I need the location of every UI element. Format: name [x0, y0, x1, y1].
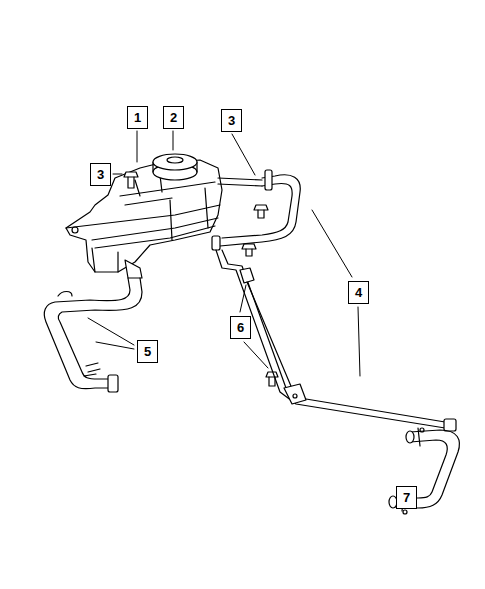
bolt — [124, 172, 278, 386]
callout-number: 3 — [97, 168, 104, 181]
callout-number: 1 — [134, 111, 141, 124]
callout-box: 1 — [127, 106, 148, 129]
callout-box: 6 — [230, 316, 251, 339]
callout-number: 2 — [170, 111, 177, 124]
callout-box: 3 — [90, 163, 111, 186]
leader-line — [88, 131, 360, 376]
coolant-hose — [212, 170, 456, 431]
pressure-cap — [153, 154, 197, 180]
callout-box: 4 — [348, 281, 369, 304]
callout-box: 5 — [137, 340, 158, 363]
callout-box: 2 — [163, 106, 184, 129]
callout-box: 7 — [396, 486, 417, 509]
coolant-hose — [44, 278, 142, 392]
callout-number: 5 — [144, 345, 151, 358]
callout-number: 3 — [228, 114, 235, 127]
callout-box: 3 — [221, 109, 242, 132]
coolant-hose — [389, 428, 459, 514]
callout-number: 4 — [355, 286, 362, 299]
coolant-reservoir — [66, 160, 222, 278]
callout-number: 6 — [237, 321, 244, 334]
callout-number: 7 — [403, 491, 410, 504]
